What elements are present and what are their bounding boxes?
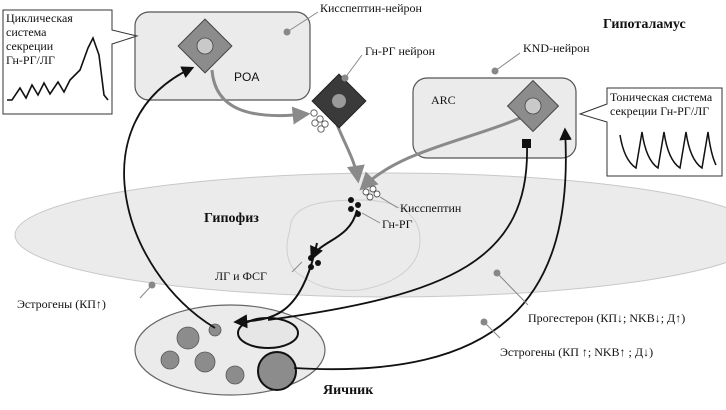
dominant-follicle [257, 351, 297, 391]
label-knd-neuron: KND-нейрон [523, 41, 590, 55]
gnrh-to-median-eminence-pathway [334, 121, 365, 184]
gnrh-neuron [311, 73, 367, 129]
estrogen-to-arc-arrow [293, 127, 572, 370]
label-estrogens-right: Эстрогены (КП ↑; NKB↑ ; Д↓) [500, 345, 653, 359]
cyclic-line-4: Гн-РГ/ЛГ [6, 53, 55, 67]
poa-to-gnrh-pathway [210, 69, 311, 125]
pituitary-region [14, 172, 726, 298]
cyclic-pulse-curve [7, 35, 109, 101]
label-gnrh-neuron: Гн-РГ нейрон [365, 44, 436, 58]
arc-to-median-eminence-pathway [359, 116, 521, 191]
gnrh-to-pituitary-arrow [310, 209, 358, 261]
label-kisspeptin: Кисспептин [400, 201, 462, 215]
kisspeptin-neuron-poa [177, 18, 233, 74]
tonic-pulse-curve [619, 131, 717, 170]
estrogen-to-poa-arrow [123, 66, 216, 329]
kisspeptin-vesicles [310, 109, 329, 133]
label-ovary: Яичник [323, 383, 374, 398]
ovary-follicle [225, 365, 245, 385]
gnrh-granules [348, 197, 361, 217]
label-kisspeptin-neuron: Кисспептин-нейрон [320, 1, 423, 15]
progesterone-feedback-arrow [267, 144, 528, 321]
label-lh-fsh: ЛГ и ФСГ [215, 269, 267, 283]
label-arc: ARC [431, 93, 456, 107]
label-pituitary: Гипофиз [204, 211, 259, 226]
label-gnrh: Гн-РГ [382, 217, 413, 231]
cyclic-line-1: Циклическая [6, 11, 73, 25]
kisspeptin-terminal-vesicles [362, 185, 381, 201]
cyclic-line-2: система [6, 25, 47, 39]
tonic-line-2: секреции Гн-РГ/ЛГ [610, 104, 709, 118]
label-hypothalamus: Гипоталамус [603, 17, 686, 32]
lh-fsh-granules [308, 255, 321, 270]
label-estrogens-left: Эстрогены (КП↑) [17, 297, 106, 311]
cyclic-line-3: секреции [6, 39, 54, 53]
ovary-follicle [176, 326, 200, 350]
knd-neuron-arc [506, 79, 560, 133]
label-connectors [139, 11, 529, 339]
pituitary-gland-outline [286, 199, 421, 291]
tonic-line-1: Тоническая система [610, 90, 713, 104]
ovary-follicle [160, 350, 180, 370]
inhibition-marker [522, 139, 531, 148]
corpus-luteum [237, 317, 299, 349]
ovary-follicle [194, 351, 216, 373]
label-progesterone: Прогестерон (КП↓; NKB↓; Д↑) [528, 311, 685, 325]
cyclic-secretion-callout: Циклическая система секреции Гн-РГ/ЛГ [2, 9, 139, 115]
label-poa: POA [234, 70, 259, 84]
tonic-secretion-callout: Тоническая система секреции Гн-РГ/ЛГ [578, 87, 723, 177]
